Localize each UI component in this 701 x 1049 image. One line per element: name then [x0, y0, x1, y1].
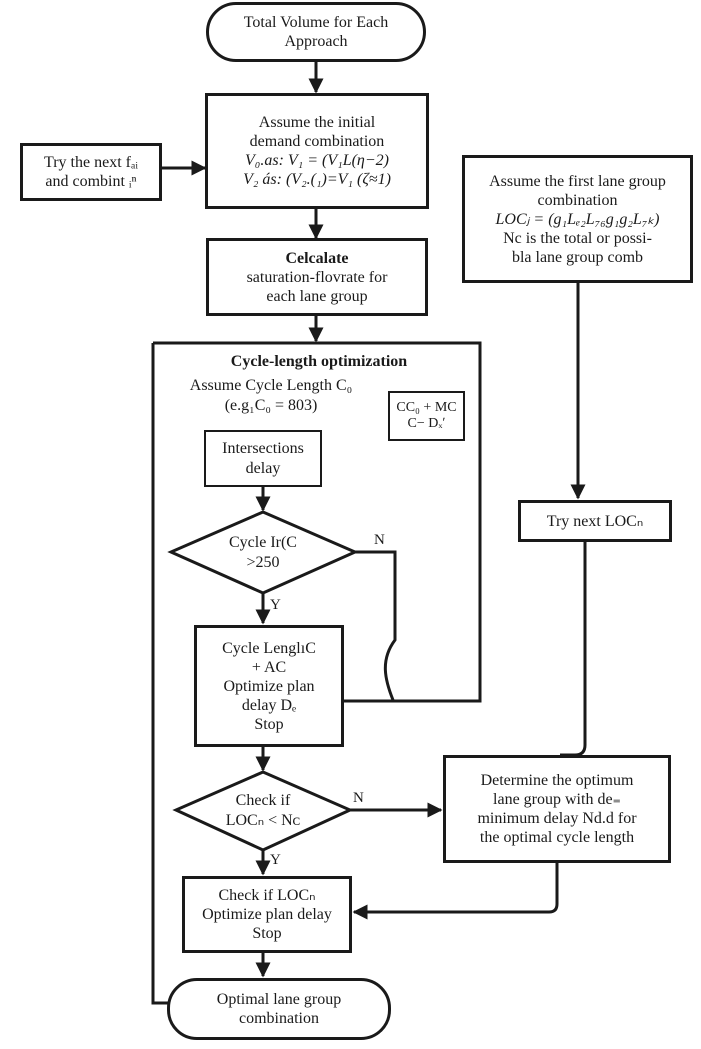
check-optimize-box: Check if LOCₙ Optimize plan delay Stop [182, 876, 352, 953]
start-line-1: Total Volume for Each [243, 14, 389, 31]
co-line-2: Optimize plan delay [202, 906, 332, 923]
det-line-4: the optimal cycle length [479, 829, 635, 846]
cycle-yes-label: Y [270, 597, 281, 613]
determine-box: Determine the optimum lane group with de… [443, 755, 671, 863]
arrow-determine-to-optimize [352, 862, 559, 920]
try-loc-line-1: Try next LOCₙ [546, 512, 644, 530]
cycle-assume-line-1: Assume Cycle Length C₀ [189, 377, 353, 394]
start-terminal: Total Volume for Each Approach [206, 2, 426, 62]
lane-line-1: Assume the first lane group [489, 172, 666, 190]
calculate-title: Celcalate [285, 249, 349, 267]
cycle-box-outline [153, 341, 482, 703]
end-line-1: Optimal lane group [216, 991, 342, 1008]
delay-line-1: Intersections [222, 439, 304, 457]
cl-line-4: delay Dₑ [241, 696, 297, 714]
lane-line-3: LOCⱼ = (g₁Lₑ₂L₇₆g₁g₂L₇ₖ) [495, 210, 660, 228]
end-line-2: combination [239, 1010, 319, 1027]
check-decision-line-1: Check if [235, 792, 291, 809]
det-line-1: Determine the optimum [480, 772, 634, 789]
cl-line-3: Optimize plan [223, 677, 315, 695]
assume-lane-group-box: Assume the first lane group combination … [462, 155, 693, 283]
formula-box: CC₀ + MC C− Dₓʹ [388, 391, 465, 441]
delay-line-2: delay [245, 459, 281, 477]
cycle-box-title: Cycle-length optimization [230, 353, 408, 370]
calculate-line-1: saturation-flovrate for [246, 268, 388, 286]
loop-left-line [151, 343, 168, 1005]
formula-line-2: C− Dₓʹ [407, 416, 446, 431]
assume-initial-line-2: demand combination [249, 133, 385, 150]
co-line-3: Stop [252, 925, 282, 942]
cycle-length-box: Cycle LenglıC + AC Optimize plan delay D… [194, 625, 344, 747]
co-line-1: Check if LOCₙ [218, 887, 316, 904]
cycle-assume-line-2: (e.g₁C₀ = 803) [224, 397, 318, 414]
assume-initial-line-3: V₀.as: V₁ = (V₁L(η−2) [245, 152, 389, 169]
end-terminal: Optimal lane group combination [167, 978, 391, 1040]
start-line-2: Approach [284, 33, 348, 50]
calculate-line-2: each lane group [266, 287, 368, 305]
tryloc-to-determine-line [560, 541, 587, 757]
det-line-2: lane group with de₌ [493, 791, 621, 808]
lane-line-5: bla lane group comb [511, 248, 644, 266]
formula-line-1: CC₀ + MC [396, 400, 457, 415]
check-yes-label: Y [270, 852, 281, 868]
cl-line-2: + AC [251, 658, 287, 676]
cycle-decision-line-2: >250 [246, 554, 280, 571]
lane-line-2: combination [537, 191, 618, 209]
det-line-3: minimum delay Nd.d for [477, 810, 637, 827]
cycle-no-path [355, 550, 397, 701]
calculate-box: Celcalate saturation-flovrate for each l… [206, 238, 428, 316]
lane-line-4: Nc is the total or possi- [503, 229, 652, 247]
cl-line-5: Stop [254, 715, 284, 733]
check-decision-line-2: LOCₙ < Nᴄ [225, 812, 301, 829]
assume-initial-line-4: V₂ ás: (V₂.(₁)=V₁ (ζ≈1) [243, 171, 391, 188]
try-next-fa-box: Try the next fₐᵢ and combint ᵢⁿ [20, 143, 162, 201]
cycle-no-label: N [374, 532, 385, 548]
cycle-decision-line-1: Cycle Ir(C [229, 534, 297, 551]
try-fa-line-1: Try the next fₐᵢ [44, 154, 138, 171]
try-fa-line-2: and combint ᵢⁿ [45, 173, 137, 190]
intersections-delay-box: Intersections delay [204, 430, 322, 487]
try-next-loc-box: Try next LOCₙ [518, 500, 672, 542]
check-no-label: N [353, 790, 364, 806]
assume-initial-box: Assume the initial demand combination V₀… [205, 93, 429, 209]
cl-line-1: Cycle LenglıC [222, 639, 316, 657]
assume-initial-line-1: Assume the initial [258, 114, 376, 131]
